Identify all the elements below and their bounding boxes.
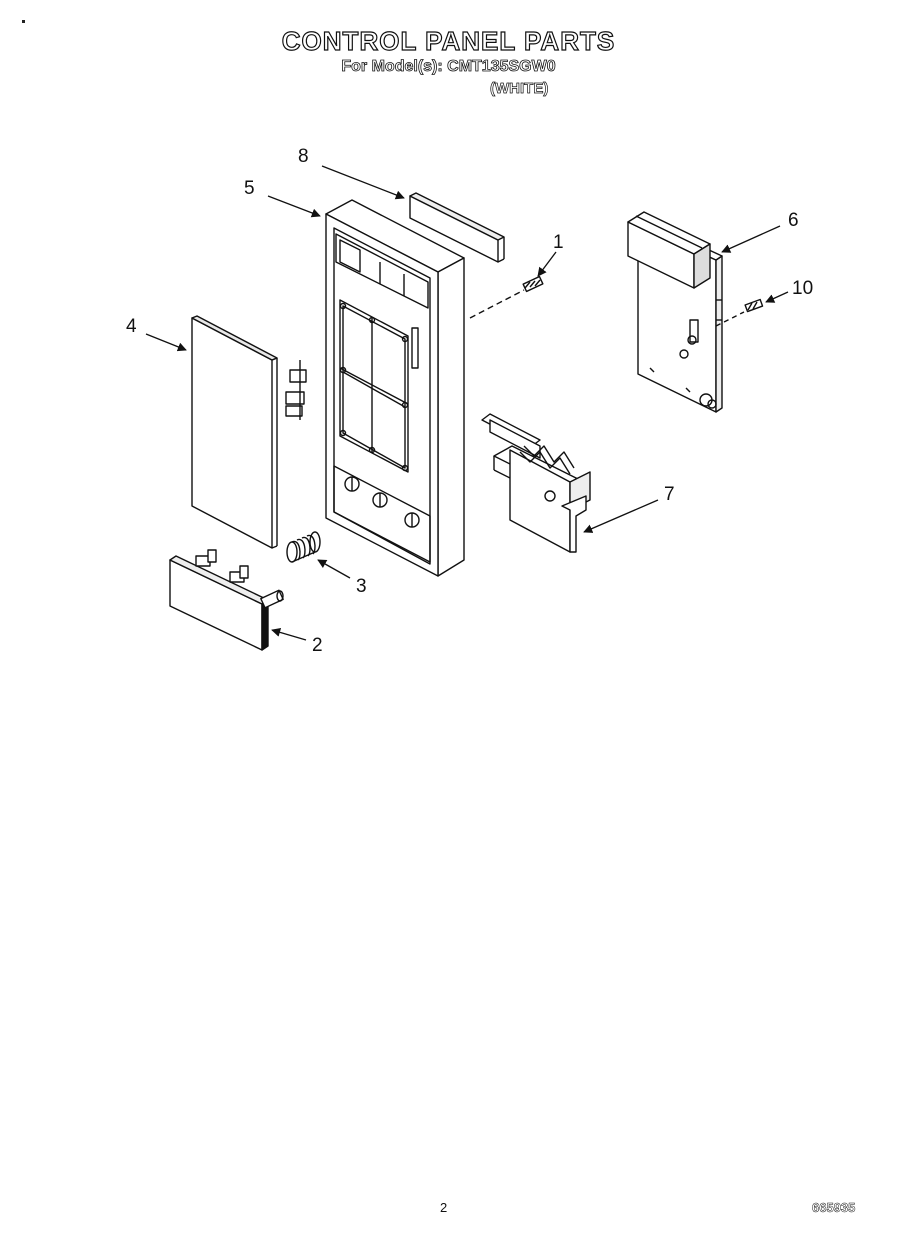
callout-7: 7 [664, 484, 675, 505]
part-5-panel-housing [325, 199, 465, 577]
part-4-overlay [191, 315, 307, 549]
part-2-push-button [169, 549, 284, 651]
document-number: 665935 [812, 1200, 856, 1216]
part-6-control-board [627, 211, 723, 413]
corner-mark [22, 20, 25, 23]
leader-6 [721, 225, 781, 253]
leader-8 [321, 165, 405, 200]
leader-5 [267, 195, 321, 218]
leader-7 [583, 499, 659, 533]
color-line: (WHITE) [490, 80, 549, 98]
callout-6: 6 [788, 210, 799, 231]
part-1-screw [522, 275, 544, 293]
leader-1 [537, 251, 557, 277]
model-line: For Model(s): CMT135SGW0 [341, 58, 556, 76]
page-title: CONTROL PANEL PARTS [281, 25, 616, 56]
leader-2 [271, 627, 307, 641]
leader-10 [765, 291, 789, 303]
callout-1: 1 [553, 232, 564, 253]
leader-3 [317, 559, 351, 579]
callout-10: 10 [792, 278, 813, 299]
callout-3: 3 [356, 576, 367, 597]
callout-2: 2 [312, 635, 323, 656]
part-7-latch-bracket [481, 413, 591, 553]
callout-5: 5 [244, 178, 255, 199]
part-3-spring [286, 531, 321, 563]
part-10-screw [744, 298, 764, 313]
part-8-display-window [409, 192, 505, 263]
callout-8: 8 [298, 146, 309, 167]
callout-4: 4 [126, 316, 137, 337]
leader-4 [145, 333, 187, 352]
page-number: 2 [440, 1200, 448, 1215]
